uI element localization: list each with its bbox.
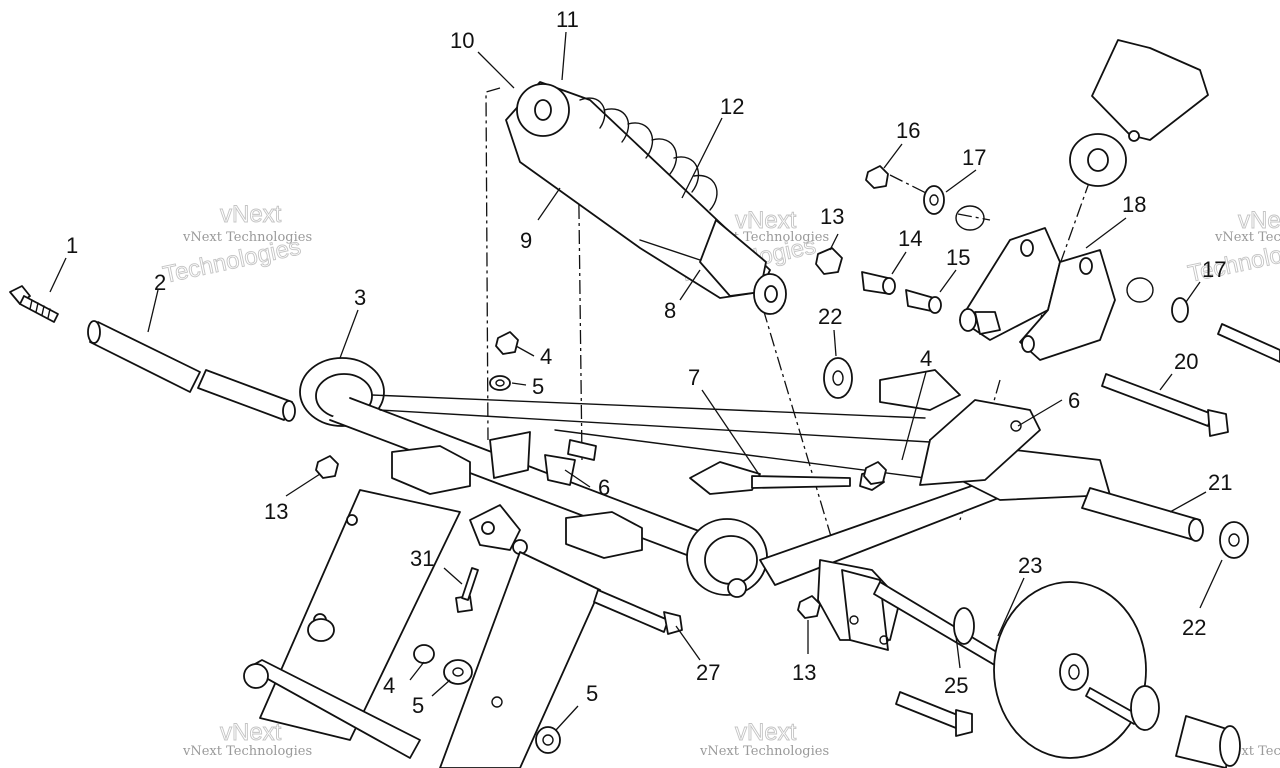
part-arm-frame <box>299 357 1204 598</box>
callout-7: 7 <box>688 365 700 390</box>
callout-17: 17 <box>1202 257 1226 282</box>
part-bracket-18 <box>959 227 1116 361</box>
callout-4: 4 <box>540 344 552 369</box>
watermark-brand: vNext <box>1238 207 1280 234</box>
watermark-brand: vNext <box>735 719 797 746</box>
callout-4: 4 <box>920 346 932 371</box>
callout-5: 5 <box>412 693 424 718</box>
callout-11: 11 <box>556 7 579 32</box>
watermark-brand: vNext <box>220 201 282 228</box>
watermark-bottom-left: vNext vNext Technologies <box>182 719 312 759</box>
part-upper-shock <box>1069 39 1209 187</box>
callout-2: 2 <box>154 270 166 295</box>
part-axle-wheel <box>817 559 1241 768</box>
watermark-small: vNext Technologies <box>1214 230 1280 245</box>
callout-16: 16 <box>896 118 920 143</box>
callout-17: 17 <box>962 145 986 170</box>
hardware <box>315 165 1280 754</box>
watermark-bottom-center: vNext vNext Technologies <box>699 719 829 759</box>
callout-9: 9 <box>520 228 532 253</box>
part-bolt-1 <box>9 285 59 323</box>
callout-10: 10 <box>450 28 474 53</box>
callout-23: 23 <box>1018 553 1042 578</box>
callout-12: 12 <box>720 94 744 119</box>
callout-8: 8 <box>664 298 676 323</box>
callout-21: 21 <box>1208 470 1232 495</box>
part-shock-absorber <box>505 81 787 315</box>
watermark-brand: vNext <box>220 719 282 746</box>
part-tube-2 <box>87 320 296 422</box>
callout-13: 13 <box>792 660 816 685</box>
callout-5: 5 <box>586 681 598 706</box>
watermark-small: vNext Technologies <box>182 744 312 759</box>
watermark-brand: vNext <box>735 207 797 234</box>
leader-lines <box>49 31 1223 731</box>
callout-3: 3 <box>354 285 366 310</box>
callout-labels: 1 2 3 4 5 13 31 4 5 5 6 27 10 11 12 9 8 … <box>66 7 1232 718</box>
callout-31: 31 <box>410 546 434 571</box>
watermark-small: vNext Technologies <box>699 744 829 759</box>
callout-18: 18 <box>1122 192 1146 217</box>
watermark-small: vNext Technologies <box>182 230 312 245</box>
part-lower-link <box>243 489 601 768</box>
callout-6: 6 <box>1068 388 1080 413</box>
callout-22: 22 <box>818 304 842 329</box>
callout-20: 20 <box>1174 349 1198 374</box>
callout-6: 6 <box>598 475 610 500</box>
callout-4: 4 <box>383 673 395 698</box>
callout-13: 13 <box>264 499 288 524</box>
callout-27: 27 <box>696 660 720 685</box>
watermark-top-left: vNext vNext Technologies Technologies <box>160 201 312 290</box>
watermark-top-right: vNext vNext Technologies Technologies <box>1185 207 1280 289</box>
callout-15: 15 <box>946 245 970 270</box>
callout-22: 22 <box>1182 615 1206 640</box>
callout-1: 1 <box>66 233 78 258</box>
callout-13: 13 <box>820 204 844 229</box>
callout-14: 14 <box>898 226 922 251</box>
callout-25: 25 <box>944 673 968 698</box>
callout-5: 5 <box>532 374 544 399</box>
